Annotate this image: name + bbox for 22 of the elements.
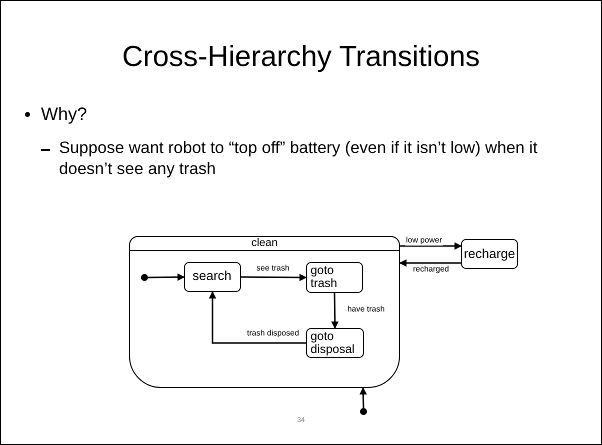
transition-arrow bbox=[331, 292, 339, 329]
slide-title: Cross-Hierarchy Transitions bbox=[121, 41, 481, 74]
bullet-text: Why? bbox=[41, 104, 88, 124]
edge-label: recharged bbox=[412, 266, 450, 274]
state-box: goto trash bbox=[306, 262, 362, 292]
sub-bullet-text: Suppose want robot to “top off” battery (even if it isn’t low) when it doesn’t see any trash bbox=[59, 139, 538, 178]
state-box: search bbox=[184, 262, 240, 292]
transition-arrow bbox=[241, 274, 307, 282]
state-box: recharge bbox=[461, 239, 518, 269]
initial-dot bbox=[140, 274, 148, 280]
edge-label: see trash bbox=[256, 264, 290, 274]
transition-arrow bbox=[148, 273, 185, 281]
transition-arrow bbox=[208, 291, 306, 344]
edge-label: trash disposed bbox=[246, 330, 300, 338]
initial-dot bbox=[360, 408, 367, 415]
state-name: clean bbox=[130, 237, 399, 251]
edge-label: low power bbox=[405, 236, 443, 246]
edge-label: have trash bbox=[346, 306, 386, 314]
transition-arrow bbox=[400, 242, 462, 250]
transition-arrow bbox=[399, 259, 461, 267]
transition-arrow bbox=[359, 387, 367, 408]
state-box: goto disposal bbox=[306, 328, 364, 358]
